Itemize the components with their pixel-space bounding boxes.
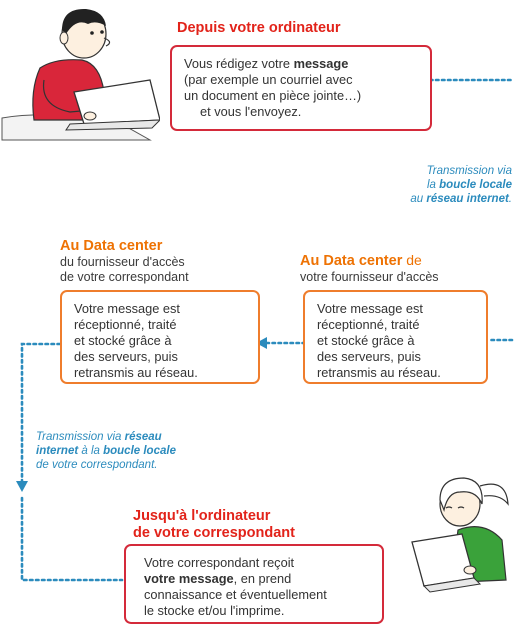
arrow-head-left (16, 481, 28, 492)
step1-line3: un document en pièce jointe…) (184, 88, 362, 103)
woman-laptop-icon (411, 477, 509, 593)
step1-box: Vous rédigez votre message (par exemple … (170, 45, 432, 131)
transmission-top-label: Transmission via la boucle locale au rés… (410, 165, 512, 205)
connector-left (20, 342, 62, 484)
step3-box: Votre message est réceptionné, traité et… (60, 290, 260, 384)
step3-heading: Au Data center du fournisseur d'accès de… (60, 238, 189, 284)
arrow-head-middle (256, 337, 267, 349)
step4-box: Votre correspondant reçoit votre message… (124, 544, 384, 624)
step2-box: Votre message est réceptionné, traité et… (303, 290, 488, 384)
step1-line2: (par exemple un courriel avec (184, 72, 353, 87)
step4-heading: Jusqu'à l'ordinateur de votre correspond… (133, 508, 295, 541)
step1-line4: et vous l'envoyez. (200, 104, 302, 119)
connector-bottom (20, 496, 124, 582)
step2-heading: Au Data center de votre fournisseur d'ac… (300, 252, 439, 285)
transmission-bottom-label: Transmission via réseau internet à la bo… (36, 431, 176, 471)
step1-line1: Vous rédigez votre message (184, 56, 349, 71)
person-laptop-icon (1, 8, 160, 141)
step1-heading: Depuis votre ordinateur (177, 20, 341, 36)
